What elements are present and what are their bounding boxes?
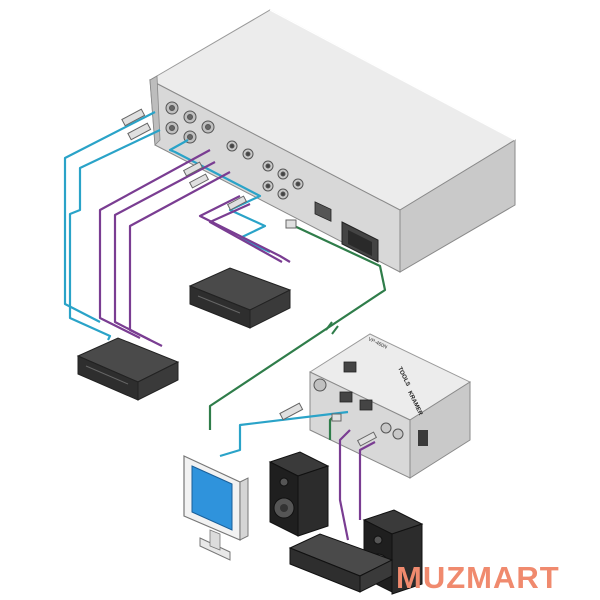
power-jack	[418, 430, 428, 446]
rca-connector	[380, 422, 392, 434]
speaker-left	[268, 451, 330, 537]
rj45-port	[314, 201, 332, 222]
source-device	[188, 267, 292, 329]
rj45-port	[343, 361, 357, 373]
source-device	[76, 337, 180, 401]
monitor	[183, 455, 249, 561]
power-inlet	[341, 221, 379, 263]
audio-cables	[98, 149, 376, 541]
video-cables	[63, 111, 349, 458]
main-unit	[148, 9, 517, 273]
rj45-port	[359, 399, 373, 411]
rca-connector-group	[226, 140, 304, 200]
bnc-connector	[313, 378, 327, 392]
watermark-text: MUZMART	[396, 560, 560, 595]
amplifier	[288, 533, 394, 593]
rj45-port	[339, 391, 353, 403]
rca-connector	[392, 428, 404, 440]
cable-break-mark	[325, 321, 339, 335]
cable-plugs	[121, 108, 378, 447]
receiver-unit: KRAMER TOOLS VP-460N	[308, 333, 472, 479]
